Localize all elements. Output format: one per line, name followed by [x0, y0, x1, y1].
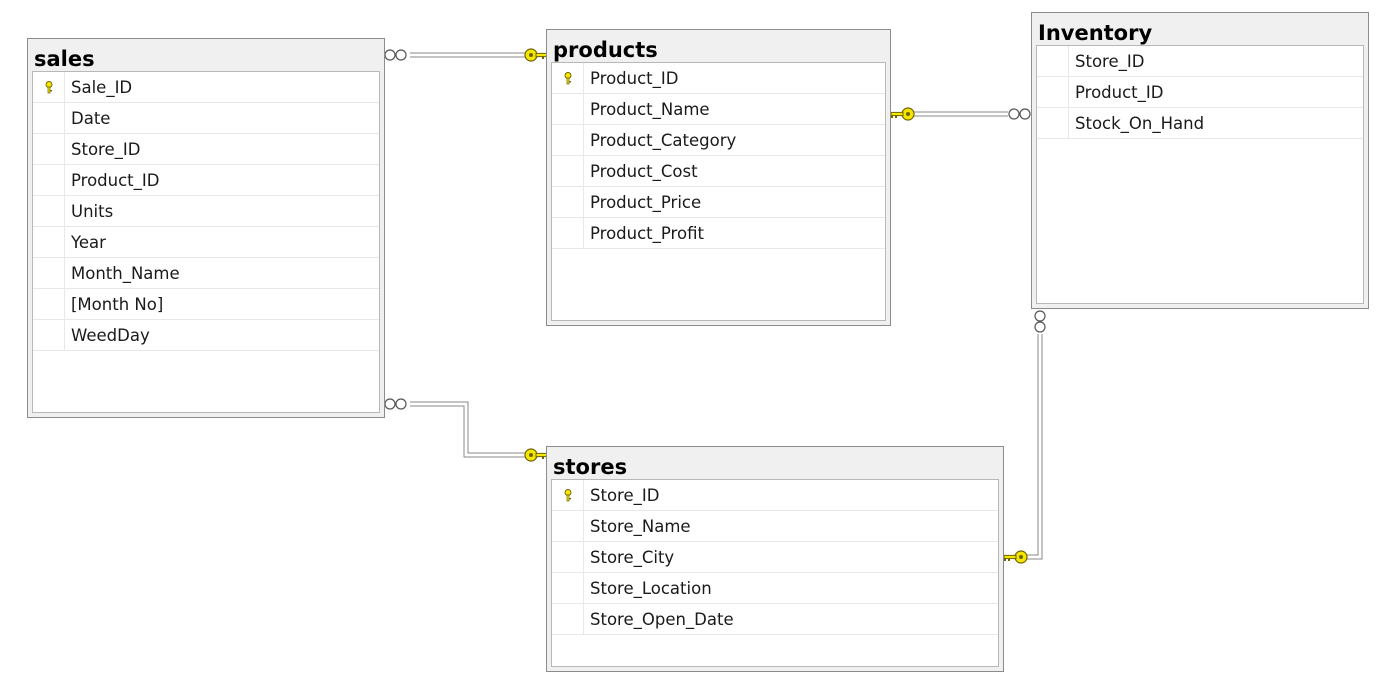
- row-gutter: [33, 258, 65, 288]
- row-gutter: [552, 604, 584, 634]
- many-end-icon: [1034, 310, 1046, 333]
- column-name: Units: [71, 201, 114, 221]
- column-list: Store_ID Product_ID Stock_On_Hand: [1036, 45, 1364, 304]
- row-gutter: [552, 187, 584, 217]
- column-name: Store_Location: [590, 578, 712, 598]
- column-name: Product_Profit: [590, 223, 704, 243]
- row-gutter: [33, 289, 65, 319]
- table-title: Inventory: [1038, 21, 1153, 45]
- rel-sales-products[interactable]: [410, 52, 525, 58]
- one-end-key-icon: [524, 448, 549, 462]
- column-name: Product_Price: [590, 192, 702, 212]
- rel-inventory-stores[interactable]: [1026, 334, 1043, 560]
- column-name: Product_ID: [590, 68, 679, 88]
- column-name: Store_ID: [1075, 51, 1145, 71]
- row-gutter: [552, 573, 584, 603]
- column-name: Year: [71, 232, 106, 252]
- column-name: Sale_ID: [71, 77, 133, 97]
- row-gutter: [33, 72, 65, 102]
- column-row[interactable]: Product_Profit: [552, 218, 885, 249]
- column-name: Product_Cost: [590, 161, 698, 181]
- column-row[interactable]: Product_Name: [552, 94, 885, 125]
- column-row[interactable]: Store_ID: [33, 134, 379, 165]
- column-name: Store_ID: [590, 485, 660, 505]
- column-row[interactable]: [Month No]: [33, 289, 379, 320]
- column-name: Product_ID: [1075, 82, 1164, 102]
- column-row[interactable]: Year: [33, 227, 379, 258]
- row-gutter: [552, 480, 584, 510]
- column-name: Store_ID: [71, 139, 141, 159]
- many-end-icon: [1008, 108, 1031, 120]
- row-gutter: [552, 63, 584, 93]
- column-row[interactable]: Units: [33, 196, 379, 227]
- column-row[interactable]: Store_ID: [1037, 46, 1363, 77]
- row-gutter: [1037, 46, 1069, 76]
- column-row[interactable]: Month_Name: [33, 258, 379, 289]
- column-name: Month_Name: [71, 263, 180, 283]
- column-name: Stock_On_Hand: [1075, 113, 1205, 133]
- one-end-key-icon: [524, 48, 549, 62]
- primary-key-icon: [563, 488, 573, 502]
- column-row[interactable]: Product_ID: [33, 165, 379, 196]
- column-name: Product_Category: [590, 130, 737, 150]
- row-gutter: [552, 218, 584, 248]
- column-row[interactable]: Product_Price: [552, 187, 885, 218]
- column-name: Product_Name: [590, 99, 710, 119]
- row-gutter: [552, 511, 584, 541]
- column-name: Store_Name: [590, 516, 691, 536]
- row-gutter: [552, 156, 584, 186]
- table-title: stores: [553, 455, 628, 479]
- row-gutter: [33, 320, 65, 350]
- table-inventory[interactable]: Inventory Store_ID Product_ID Stock_On_Han…: [1031, 12, 1369, 309]
- many-end-icon: [384, 49, 407, 61]
- column-row[interactable]: WeedDay: [33, 320, 379, 351]
- column-row[interactable]: Store_Name: [552, 511, 998, 542]
- one-end-key-icon: [1003, 550, 1028, 564]
- table-title: sales: [34, 47, 95, 71]
- row-gutter: [33, 227, 65, 257]
- column-name: Store_City: [590, 547, 675, 567]
- column-name: [Month No]: [71, 294, 164, 314]
- column-row[interactable]: Product_Category: [552, 125, 885, 156]
- column-row[interactable]: Store_City: [552, 542, 998, 573]
- rel-inventory-products[interactable]: [913, 111, 1008, 117]
- column-row[interactable]: Sale_ID: [33, 72, 379, 103]
- row-gutter: [33, 196, 65, 226]
- column-row[interactable]: Store_ID: [552, 480, 998, 511]
- column-name: Date: [71, 108, 111, 128]
- row-gutter: [33, 165, 65, 195]
- column-row[interactable]: Product_ID: [1037, 77, 1363, 108]
- column-row[interactable]: Product_Cost: [552, 156, 885, 187]
- one-end-key-icon: [890, 107, 915, 121]
- table-title: products: [553, 38, 658, 62]
- row-gutter: [552, 94, 584, 124]
- primary-key-icon: [563, 71, 573, 85]
- primary-key-icon: [44, 80, 54, 94]
- row-gutter: [33, 134, 65, 164]
- row-gutter: [552, 125, 584, 155]
- column-row[interactable]: Stock_On_Hand: [1037, 108, 1363, 139]
- row-gutter: [552, 542, 584, 572]
- column-row[interactable]: Product_ID: [552, 63, 885, 94]
- column-name: WeedDay: [71, 325, 150, 345]
- row-gutter: [1037, 108, 1069, 138]
- column-name: Product_ID: [71, 170, 160, 190]
- row-gutter: [33, 103, 65, 133]
- many-end-icon: [384, 398, 407, 410]
- column-row[interactable]: Date: [33, 103, 379, 134]
- column-row[interactable]: Store_Open_Date: [552, 604, 998, 635]
- column-name: Store_Open_Date: [590, 609, 734, 629]
- column-row[interactable]: Store_Location: [552, 573, 998, 604]
- row-gutter: [1037, 77, 1069, 107]
- rel-sales-stores[interactable]: [410, 401, 525, 458]
